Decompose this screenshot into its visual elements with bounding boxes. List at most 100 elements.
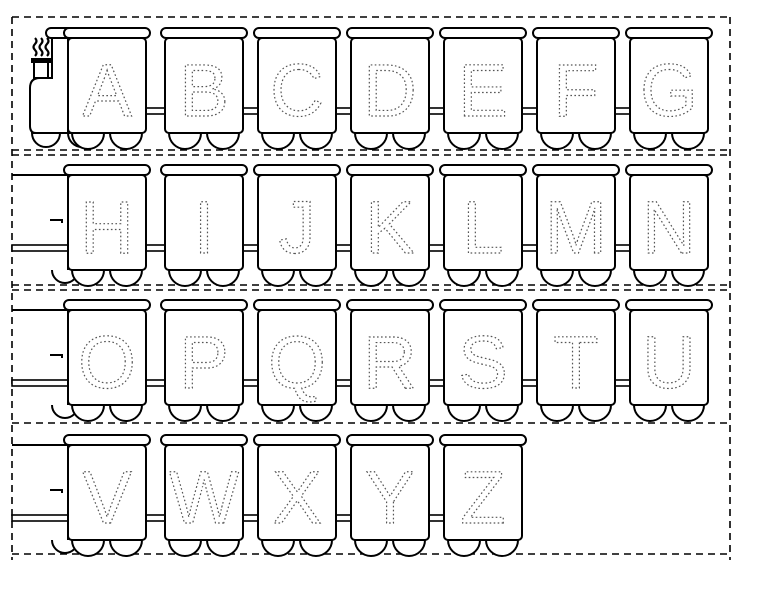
train-car: Z	[439, 434, 527, 557]
car-roof	[346, 27, 434, 39]
car-wheel	[353, 132, 389, 150]
steam-puff	[38, 37, 44, 57]
car-wheel	[70, 269, 106, 287]
car-wheel	[108, 269, 144, 287]
car-wheel	[632, 132, 668, 150]
car-coupler	[521, 379, 538, 387]
car-body	[164, 444, 244, 541]
car-wheel	[205, 132, 241, 150]
car-coupler	[11, 379, 69, 387]
car-body	[536, 37, 616, 134]
tracing-letter-a: A	[82, 49, 132, 132]
train-car: F	[532, 27, 620, 150]
train-car: K	[346, 164, 434, 287]
tracing-letter-i: I	[194, 186, 215, 269]
car-body	[443, 309, 523, 406]
car-roof	[63, 299, 151, 311]
train-car: P	[160, 299, 248, 422]
car-body	[443, 174, 523, 271]
tracing-letter-t: T	[553, 321, 598, 404]
train-car: G	[625, 27, 713, 150]
train-car: B	[160, 27, 248, 150]
car-roof	[160, 27, 248, 39]
tracing-letter-h: H	[80, 186, 133, 269]
car-wheel	[167, 269, 203, 287]
train-car: O	[63, 299, 151, 422]
car-roof	[625, 299, 713, 311]
car-wheel	[298, 404, 334, 422]
car-coupler	[11, 244, 69, 252]
car-roof	[439, 164, 527, 176]
car-wheel	[108, 132, 144, 150]
car-roof	[625, 27, 713, 39]
train-car: E	[439, 27, 527, 150]
tracing-letter-j: J	[279, 186, 316, 269]
tracing-letter-m: M	[545, 186, 607, 269]
car-roof	[63, 164, 151, 176]
car-roof	[253, 299, 341, 311]
car-wheel	[260, 269, 296, 287]
tracing-letter-u: U	[642, 321, 695, 404]
car-wheel	[298, 269, 334, 287]
car-body	[350, 444, 430, 541]
train-car: L	[439, 164, 527, 287]
car-wheel	[260, 404, 296, 422]
engine-wheel	[30, 132, 62, 148]
car-coupler	[242, 379, 259, 387]
car-coupler	[242, 107, 259, 115]
tracing-letter-o: O	[78, 321, 136, 404]
car-coupler	[614, 244, 631, 252]
car-body	[443, 444, 523, 541]
car-wheel	[70, 404, 106, 422]
car-wheel	[353, 539, 389, 557]
train-car: M	[532, 164, 620, 287]
car-coupler	[521, 107, 538, 115]
car-wheel	[167, 404, 203, 422]
car-wheel	[539, 404, 575, 422]
car-body	[164, 309, 244, 406]
smokestack-cap	[31, 58, 51, 63]
car-roof	[160, 164, 248, 176]
car-body	[629, 174, 709, 271]
tracing-letter-d: D	[363, 49, 416, 132]
car-coupler	[335, 379, 352, 387]
tracing-letter-y: Y	[365, 456, 414, 539]
car-wheel	[670, 269, 706, 287]
tracing-letter-n: N	[642, 186, 695, 269]
car-coupler	[145, 107, 166, 115]
tracing-letter-g: G	[640, 49, 698, 132]
car-body	[164, 174, 244, 271]
car-roof	[160, 434, 248, 446]
train-car: V	[63, 434, 151, 557]
car-roof	[532, 299, 620, 311]
tracing-letter-w: W	[169, 456, 239, 539]
train-car: X	[253, 434, 341, 557]
car-coupler	[335, 107, 352, 115]
car-wheel	[539, 269, 575, 287]
car-wheel	[298, 132, 334, 150]
engine-smokestack	[33, 61, 49, 79]
car-body	[67, 174, 147, 271]
car-coupler	[614, 379, 631, 387]
car-wheel	[670, 404, 706, 422]
partial-engine-step	[50, 354, 63, 358]
train-car: H	[63, 164, 151, 287]
tracing-letter-b: B	[179, 49, 228, 132]
car-body	[536, 174, 616, 271]
tracing-letter-p: P	[179, 321, 228, 404]
car-roof	[532, 27, 620, 39]
car-coupler	[428, 244, 445, 252]
car-wheel	[577, 404, 613, 422]
car-coupler	[521, 244, 538, 252]
car-wheel	[484, 132, 520, 150]
smokestack-steam-icon	[32, 37, 50, 57]
car-body	[67, 37, 147, 134]
car-coupler	[145, 244, 166, 252]
car-body	[257, 444, 337, 541]
car-wheel	[260, 132, 296, 150]
car-wheel	[70, 539, 106, 557]
